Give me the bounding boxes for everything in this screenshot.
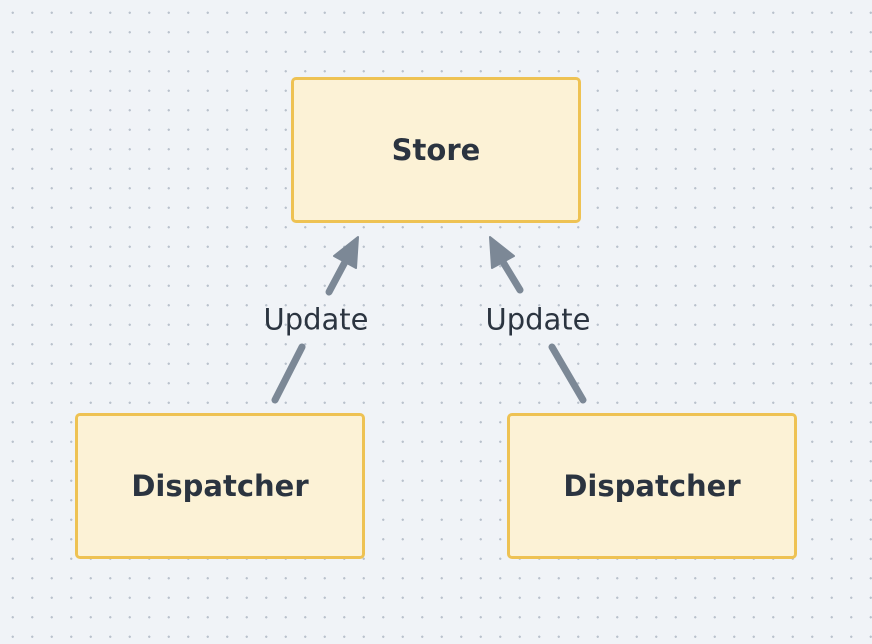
arrowhead-icon: [333, 236, 359, 269]
edge-dispatcher-left-to-store: [271, 236, 359, 404]
edge-line-lower: [271, 343, 306, 404]
node-dispatcher-left-label: Dispatcher: [131, 469, 309, 503]
arrowhead-icon: [489, 236, 515, 269]
edge-label-update-right: Update: [485, 302, 591, 337]
edge-line-upper: [325, 258, 349, 296]
edge-line-upper: [499, 258, 524, 294]
node-store-label: Store: [391, 133, 481, 167]
edge-label-update-left: Update: [263, 302, 369, 337]
edge-dispatcher-right-to-store: [489, 236, 587, 404]
node-store[interactable]: Store: [291, 77, 581, 223]
node-dispatcher-right[interactable]: Dispatcher: [507, 413, 797, 559]
edge-line-lower: [548, 343, 587, 404]
node-dispatcher-right-label: Dispatcher: [563, 469, 741, 503]
node-dispatcher-left[interactable]: Dispatcher: [75, 413, 365, 559]
